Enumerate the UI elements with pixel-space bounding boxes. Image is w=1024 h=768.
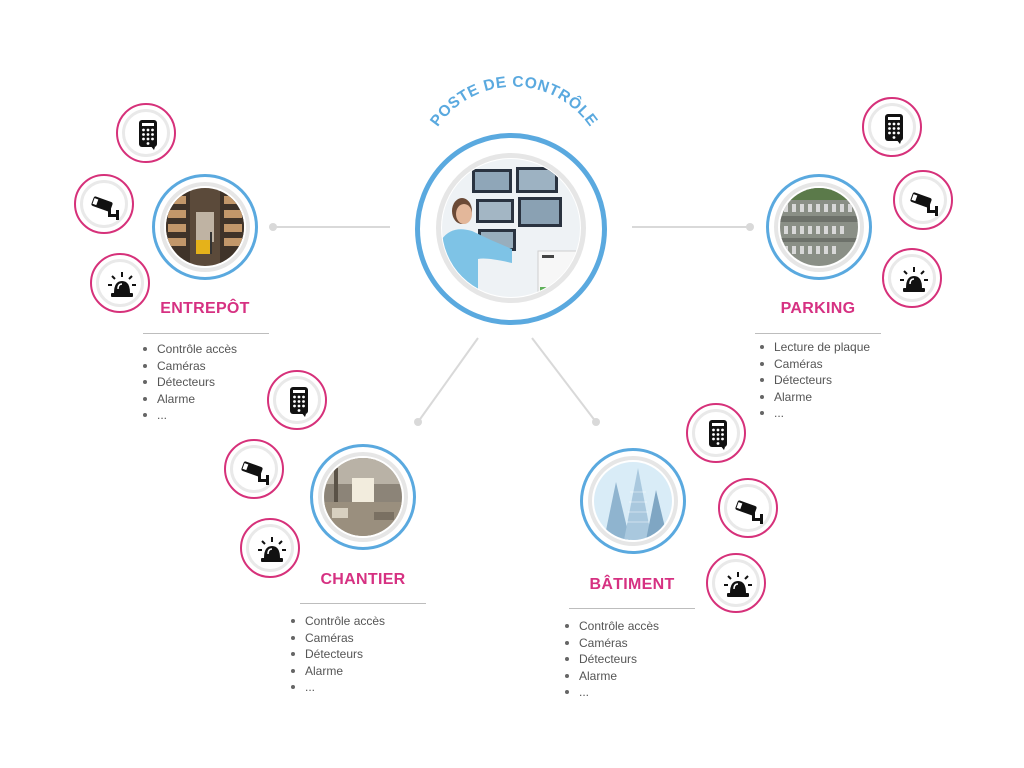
list-item: Caméras	[142, 358, 237, 375]
site-photo-construction	[324, 458, 402, 536]
svg-text:POSTE DE CONTRÔLE: POSTE DE CONTRÔLE	[427, 74, 601, 130]
site-outer-ring	[580, 448, 686, 554]
hub-photo-operator-monitors	[442, 159, 580, 297]
feature-list-chantier: Contrôle accès Caméras Détecteurs Alarme…	[289, 613, 385, 696]
list-item: Détecteurs	[290, 646, 385, 663]
list-item: Caméras	[759, 356, 870, 373]
list-item: Détecteurs	[759, 372, 870, 389]
site-title-parking: PARKING	[780, 300, 856, 317]
site-title-entrepot: ENTREPÔT	[160, 300, 250, 317]
list-item: Détecteurs	[142, 374, 237, 391]
site-photo-parking-lot	[780, 188, 858, 266]
alarm-light-icon	[706, 553, 766, 613]
list-item: Alarme	[564, 668, 659, 685]
hub-inner-ring	[436, 153, 586, 303]
divider	[569, 608, 695, 609]
divider	[755, 333, 881, 334]
list-item: Caméras	[290, 630, 385, 647]
connector-dot-entrepot	[269, 223, 277, 231]
list-item: ...	[759, 405, 870, 422]
site-outer-ring	[152, 174, 258, 280]
list-item: ...	[290, 679, 385, 696]
hub-outer-ring	[415, 133, 607, 325]
connector-batiment	[531, 337, 597, 423]
list-item: Contrôle accès	[142, 342, 238, 356]
list-item: Alarme	[759, 389, 870, 406]
list-item: Lecture de plaque	[759, 340, 871, 354]
keypad-icon	[116, 103, 176, 163]
site-outer-ring	[766, 174, 872, 280]
camera-icon	[224, 439, 284, 499]
list-item: Alarme	[290, 663, 385, 680]
connector-chantier	[417, 337, 479, 423]
list-item: ...	[564, 684, 659, 701]
list-item: Caméras	[564, 635, 659, 652]
camera-icon	[74, 174, 134, 234]
site-photo-building	[594, 462, 672, 540]
feature-list-entrepot: Contrôle accès Caméras Détecteurs Alarme…	[141, 341, 237, 424]
list-item: Détecteurs	[564, 651, 659, 668]
divider	[300, 603, 426, 604]
connector-dot-batiment	[592, 418, 600, 426]
hub-title: POSTE DE CONTRÔLE	[427, 74, 600, 130]
site-inner-ring	[160, 182, 250, 272]
list-item: ...	[142, 407, 237, 424]
connector-dot-chantier	[414, 418, 422, 426]
keypad-icon	[686, 403, 746, 463]
camera-icon	[718, 478, 778, 538]
divider	[143, 333, 269, 334]
alarm-light-icon	[90, 253, 150, 313]
list-item: Contrôle accès	[564, 619, 660, 633]
list-item: Contrôle accès	[290, 614, 386, 628]
feature-list-batiment: Contrôle accès Caméras Détecteurs Alarme…	[563, 618, 659, 701]
site-photo-warehouse	[166, 188, 244, 266]
site-outer-ring	[310, 444, 416, 550]
keypad-icon	[267, 370, 327, 430]
site-title-batiment: BÂTIMENT	[589, 576, 675, 593]
site-title-chantier: CHANTIER	[320, 571, 406, 588]
feature-list-parking: Lecture de plaque Caméras Détecteurs Ala…	[758, 339, 870, 422]
list-item: Alarme	[142, 391, 237, 408]
keypad-icon	[862, 97, 922, 157]
site-inner-ring	[318, 452, 408, 542]
alarm-light-icon	[240, 518, 300, 578]
camera-icon	[893, 170, 953, 230]
alarm-light-icon	[882, 248, 942, 308]
connector-dot-parking	[746, 223, 754, 231]
site-inner-ring	[774, 182, 864, 272]
site-inner-ring	[588, 456, 678, 546]
